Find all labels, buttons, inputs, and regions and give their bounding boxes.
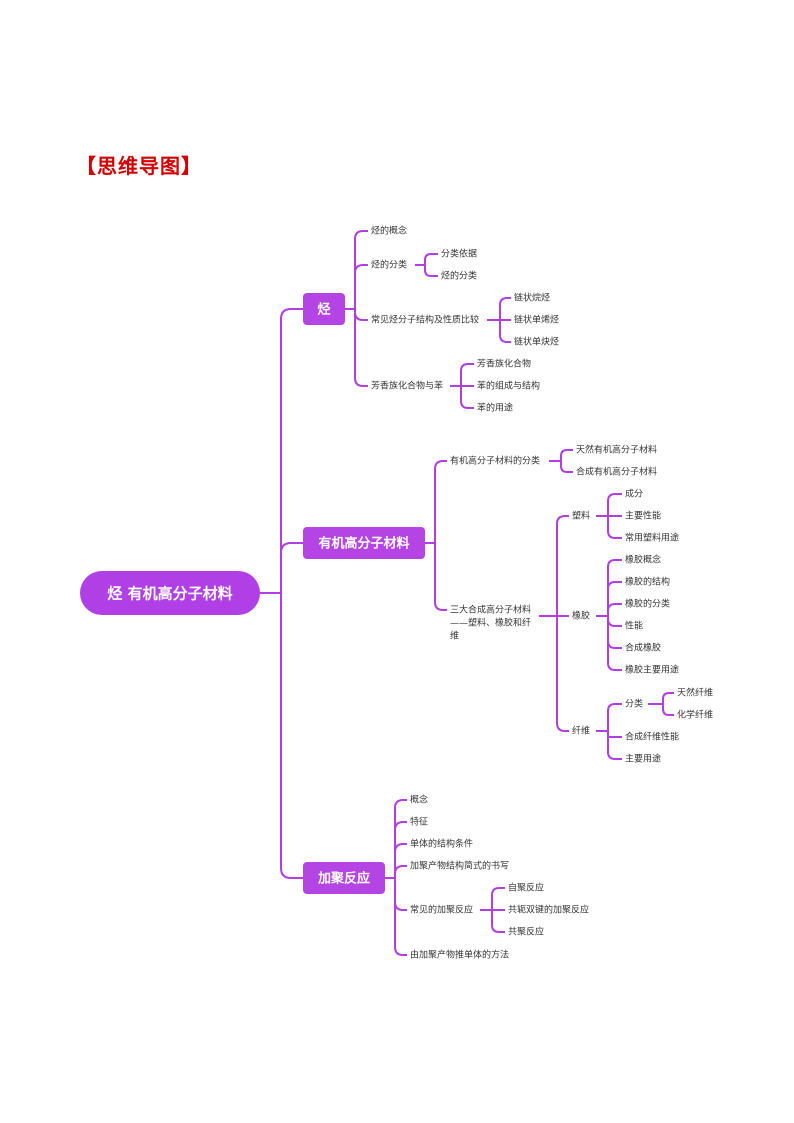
section1-item: 芳香族化合物与苯 bbox=[371, 380, 443, 392]
aromatic-item: 苯的用途 bbox=[477, 402, 513, 414]
plastic-connector-branch bbox=[607, 516, 622, 539]
rubber-connector-branch bbox=[607, 616, 622, 671]
material-class-item: 合成有机高分子材料 bbox=[576, 466, 657, 478]
section2-connector-branch bbox=[434, 543, 447, 611]
fiber-connector-branch bbox=[607, 703, 622, 731]
classification-connector-branch bbox=[424, 265, 438, 277]
section3-item: 单体的结构条件 bbox=[410, 838, 473, 850]
root-node bbox=[80, 571, 260, 615]
rubber-item: 橡胶的分类 bbox=[625, 598, 670, 610]
rubber-connector-branch bbox=[607, 603, 622, 616]
section1-item: 烃的概念 bbox=[371, 225, 407, 237]
section3-item: 常见的加聚反应 bbox=[410, 904, 473, 916]
rubber-item: 橡胶主要用途 bbox=[625, 664, 679, 676]
section3-item: 特征 bbox=[410, 816, 428, 828]
section-label-2: 有机高分子材料 bbox=[318, 536, 409, 552]
rubber-connector-branch bbox=[607, 616, 622, 627]
section1-connector-branch bbox=[354, 309, 368, 321]
section2-connector-branch bbox=[434, 460, 447, 543]
aromatic-connector-branch bbox=[460, 363, 474, 386]
three-materials-connector-branch bbox=[556, 515, 569, 616]
hydrocarbon-compare-item: 链状单炔烃 bbox=[514, 336, 559, 348]
aromatic-item: 芳香族化合物 bbox=[477, 358, 531, 370]
fiber-connector-branch bbox=[607, 731, 622, 760]
root-connector-branch bbox=[280, 593, 303, 879]
hydrocarbon-compare-item: 链状烷烃 bbox=[514, 292, 550, 304]
section1-connector-branch bbox=[354, 309, 368, 387]
rubber-item: 合成橡胶 bbox=[625, 642, 661, 654]
plastic-item: 主要性能 bbox=[625, 510, 661, 522]
section2-item-line: 三大合成高分子材料 bbox=[450, 604, 531, 616]
fiber-item: 主要用途 bbox=[625, 753, 661, 765]
section2-item: 有机高分子材料的分类 bbox=[450, 455, 540, 467]
rubber-connector-branch bbox=[607, 559, 622, 616]
fiber-item: 分类 bbox=[625, 698, 643, 710]
section3-item: 加聚产物结构简式的书写 bbox=[410, 860, 509, 872]
hydrocarbon-compare-connector-branch bbox=[499, 320, 511, 343]
section-node-3 bbox=[303, 862, 385, 894]
section3-item: 由加聚产物推单体的方法 bbox=[410, 949, 509, 961]
common-polymerization-item: 共轭双键的加聚反应 bbox=[508, 904, 589, 916]
material-class-connector-branch bbox=[560, 449, 573, 461]
material-class-connector-branch bbox=[560, 461, 573, 473]
section-node-1 bbox=[303, 293, 345, 325]
plastic-item: 成分 bbox=[625, 488, 643, 500]
material-class-item: 天然有机高分子材料 bbox=[576, 444, 657, 456]
rubber-connector-branch bbox=[607, 581, 622, 616]
aromatic-item: 苯的组成与结构 bbox=[477, 380, 540, 392]
section-label-1: 烃 bbox=[317, 302, 330, 318]
rubber-connector-branch bbox=[607, 616, 622, 649]
fiber-connector-branch bbox=[607, 731, 622, 738]
three-materials-item: 塑料 bbox=[572, 510, 590, 522]
root-connector-branch bbox=[280, 542, 303, 593]
fiber-class-item: 天然纤维 bbox=[677, 687, 713, 699]
rubber-item: 橡胶概念 bbox=[625, 554, 661, 566]
section3-connector-branch bbox=[394, 799, 407, 878]
section3-connector-branch bbox=[394, 821, 407, 878]
classification-item: 烃的分类 bbox=[441, 270, 477, 282]
hydrocarbon-compare-item: 链状单烯烃 bbox=[514, 314, 559, 326]
aromatic-connector-branch bbox=[460, 386, 474, 409]
classification-connector-branch bbox=[424, 253, 438, 265]
common-polymerization-item: 自聚反应 bbox=[508, 882, 544, 894]
rubber-item: 橡胶的结构 bbox=[625, 576, 670, 588]
section1-connector-branch bbox=[354, 264, 368, 309]
plastic-item: 常用塑料用途 bbox=[625, 532, 679, 544]
three-materials-item: 纤维 bbox=[572, 725, 590, 737]
page-heading: 【思维导图】 bbox=[76, 154, 202, 178]
rubber-item: 性能 bbox=[625, 620, 643, 632]
three-materials-connector-branch bbox=[556, 616, 569, 732]
common-polymerization-item: 共聚反应 bbox=[508, 926, 544, 938]
three-materials-item: 橡胶 bbox=[572, 610, 590, 622]
plastic-connector-branch bbox=[607, 493, 622, 516]
root-label: 烃 有机高分子材料 bbox=[107, 585, 232, 603]
section2-item-line: ——塑料、橡胶和纤 bbox=[450, 617, 531, 629]
common-polymerization-connector-branch bbox=[491, 887, 505, 910]
fiber-class-connector-branch bbox=[662, 692, 674, 704]
section-label-3: 加聚反应 bbox=[317, 871, 370, 887]
fiber-class-connector-branch bbox=[662, 704, 674, 716]
hydrocarbon-compare-connector-branch bbox=[499, 297, 511, 320]
section2-item-line: 维 bbox=[450, 630, 459, 642]
section3-item: 概念 bbox=[410, 794, 428, 806]
common-polymerization-connector-branch bbox=[491, 910, 505, 933]
section1-connector-branch bbox=[354, 230, 368, 309]
fiber-class-item: 化学纤维 bbox=[677, 709, 713, 721]
section1-item: 烃的分类 bbox=[371, 259, 407, 271]
section3-connector-branch bbox=[394, 865, 407, 878]
mind-map-connectors bbox=[260, 230, 674, 956]
fiber-item: 合成纤维性能 bbox=[625, 731, 679, 743]
section1-item: 常见烃分子结构及性质比较 bbox=[371, 314, 479, 326]
section3-connector-branch bbox=[394, 878, 407, 956]
section3-connector-branch bbox=[394, 878, 407, 911]
root-connector-branch bbox=[280, 308, 303, 593]
classification-item: 分类依据 bbox=[441, 248, 477, 260]
section-node-2 bbox=[303, 527, 425, 559]
section3-connector-branch bbox=[394, 843, 407, 878]
